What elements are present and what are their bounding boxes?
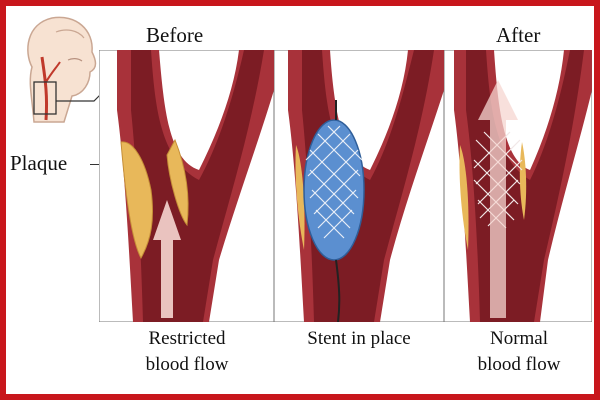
stent-mesh xyxy=(305,125,363,239)
caption-normal-line1: Normal xyxy=(489,328,549,349)
connector-line xyxy=(56,93,102,102)
panel-normal xyxy=(444,50,592,322)
caption-normal: Normal blood flow xyxy=(446,326,592,378)
caption-restricted-line1: Restricted xyxy=(148,328,226,349)
plaque-label: Plaque xyxy=(10,151,68,175)
caption-stent: Stent in place xyxy=(307,328,411,349)
catheter-wire xyxy=(335,259,341,322)
artery-highlight-box xyxy=(33,81,57,115)
head-illustration xyxy=(27,16,97,123)
panel-restricted xyxy=(99,50,274,322)
caption-restricted: Restricted blood flow xyxy=(102,326,272,378)
header-before: Before xyxy=(146,23,204,47)
restricted-flow-arrow xyxy=(153,200,181,318)
header-after: After xyxy=(496,23,541,47)
normal-flow-arrow xyxy=(478,80,518,318)
panel-stent xyxy=(274,50,444,322)
caption-normal-line2: blood flow xyxy=(477,354,561,375)
caption-restricted-line2: blood flow xyxy=(145,354,229,375)
stent-balloon xyxy=(303,119,365,261)
